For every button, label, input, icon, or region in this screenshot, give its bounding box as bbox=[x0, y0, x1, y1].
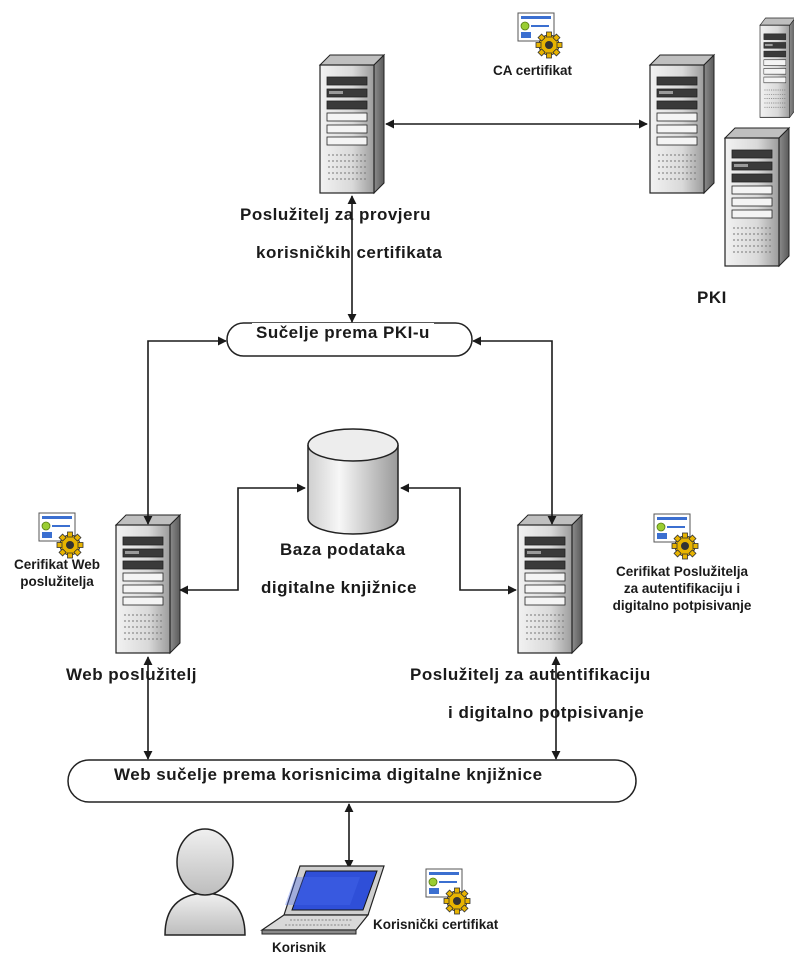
edge-db-auth bbox=[400, 483, 517, 595]
database-icon bbox=[307, 428, 399, 535]
database-label-1: Baza podataka bbox=[280, 540, 406, 559]
web-server-label: Web poslužitelj bbox=[66, 665, 197, 684]
edge-interface-auth bbox=[472, 336, 557, 525]
user-certificate-label: Korisnički certifikat bbox=[373, 917, 499, 932]
auth-server-icon bbox=[517, 514, 583, 654]
edge-db-web bbox=[179, 483, 306, 595]
pki-label: PKI bbox=[697, 288, 727, 307]
auth-server-certificate-label-2: za autentifikaciju i bbox=[623, 581, 741, 596]
auth-server-certificate-label-3: digitalno potpisivanje bbox=[612, 598, 752, 613]
web-server-certificate-label-1: Cerifikat Web bbox=[13, 557, 101, 572]
laptop-icon bbox=[260, 865, 385, 935]
pki-server-icon bbox=[649, 54, 715, 194]
auth-server-certificate-label-1: Cerifikat Poslužitelja bbox=[615, 564, 749, 579]
web-server-certificate-label-2: poslužitelja bbox=[20, 574, 94, 589]
web-server-certificate-icon bbox=[38, 512, 84, 559]
verification-server-label-2: korisničkih certifikata bbox=[256, 243, 443, 262]
verification-server-label-1: Poslužitelj za provjeru bbox=[240, 205, 431, 224]
pki-server-icon-2 bbox=[724, 127, 790, 267]
verification-server-icon bbox=[319, 54, 385, 194]
auth-server-label-2: i digitalno potpisivanje bbox=[448, 703, 645, 722]
user-person-icon bbox=[164, 828, 246, 936]
database-label-2: digitalne knjižnice bbox=[261, 578, 417, 597]
user-label: Korisnik bbox=[272, 940, 327, 955]
ca-certificate-icon bbox=[517, 12, 563, 59]
web-server-icon bbox=[115, 514, 181, 654]
user-certificate-icon bbox=[425, 868, 471, 915]
auth-server-label-1: Poslužitelj za autentifikaciju bbox=[410, 665, 651, 684]
pki-interface-label: Sučelje prema PKI-u bbox=[252, 323, 434, 343]
user-interface-label: Web sučelje prema korisnicima digitalne … bbox=[110, 765, 547, 785]
pki-server-icon-small bbox=[759, 17, 794, 118]
auth-server-certificate-icon bbox=[653, 513, 699, 560]
ca-certificate-label: CA certifikat bbox=[493, 63, 573, 78]
edge-interface-web bbox=[143, 336, 227, 525]
